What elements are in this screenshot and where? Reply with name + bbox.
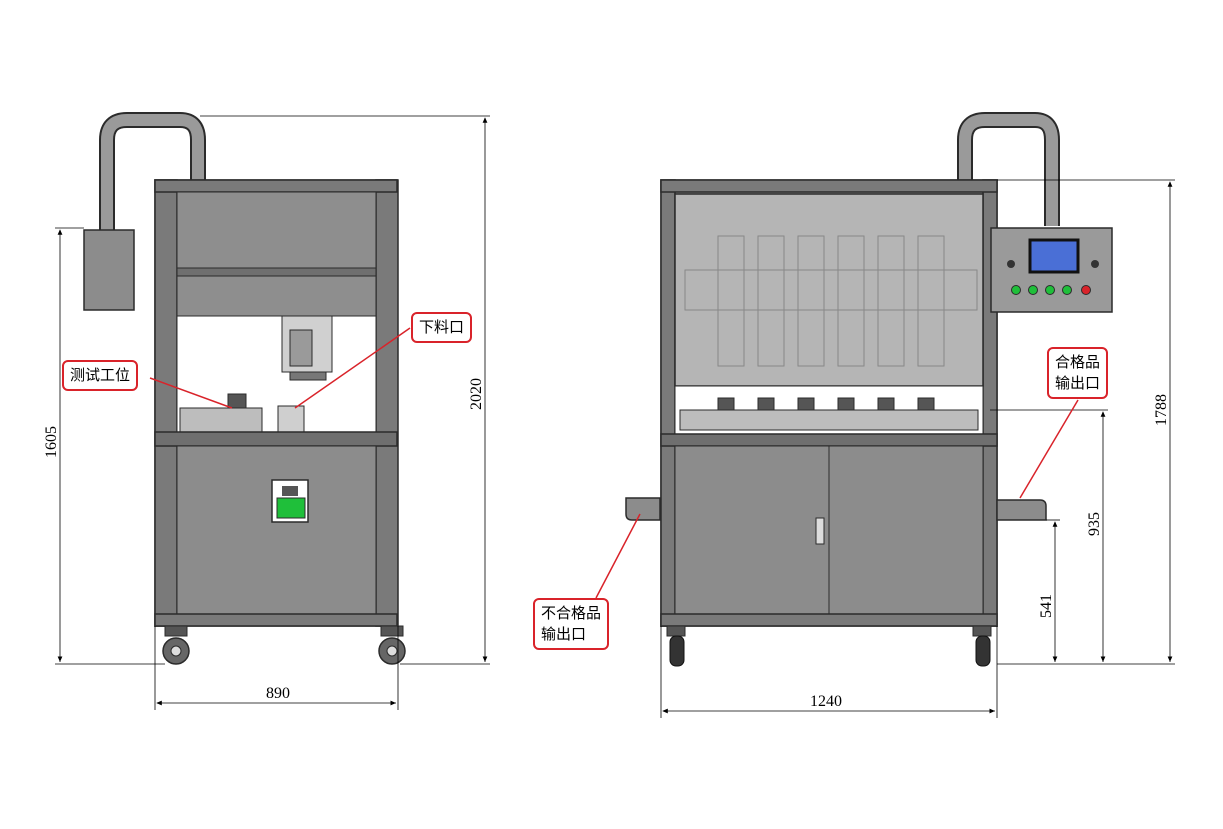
caster-wheel <box>972 625 992 667</box>
dim-right-fail-height: 541 <box>1038 594 1055 618</box>
dim-left-total-height: 2020 <box>468 378 485 410</box>
fail-chute <box>625 497 661 521</box>
dim-left-width: 890 <box>266 685 290 702</box>
callout-fail-output-line2: 输出口 <box>541 625 587 643</box>
green-indicator <box>276 497 306 519</box>
caster-wheel <box>378 625 406 665</box>
callout-pass-output: 合格品 输出口 <box>1047 347 1109 399</box>
callout-discharge-port: 下料口 <box>411 312 473 343</box>
electrical-box <box>83 229 135 311</box>
callout-pass-output-line2: 输出口 <box>1055 374 1101 392</box>
front-view: 1240 1788 935 541 <box>595 112 1175 718</box>
hmi-screen <box>1028 238 1080 274</box>
glass-door <box>674 193 984 387</box>
callout-discharge-port-text: 下料口 <box>419 318 465 336</box>
dim-right-total-height: 1788 <box>1153 394 1170 426</box>
pass-chute <box>996 499 1047 521</box>
callout-pass-output-line1: 合格品 <box>1055 353 1101 371</box>
caster-wheel <box>666 625 686 667</box>
door-handle <box>815 517 825 545</box>
callout-fail-output-line1: 不合格品 <box>541 604 602 622</box>
caster-wheel <box>162 625 190 665</box>
dim-left-body-height: 1605 <box>43 426 60 458</box>
dim-right-pass-height: 935 <box>1086 512 1103 536</box>
side-view: 890 2020 1605 <box>43 112 490 710</box>
callout-test-station: 测试工位 <box>62 360 139 391</box>
dim-right-width: 1240 <box>810 693 842 710</box>
callout-fail-output: 不合格品 输出口 <box>533 598 610 650</box>
callout-test-station-text: 测试工位 <box>70 366 131 384</box>
